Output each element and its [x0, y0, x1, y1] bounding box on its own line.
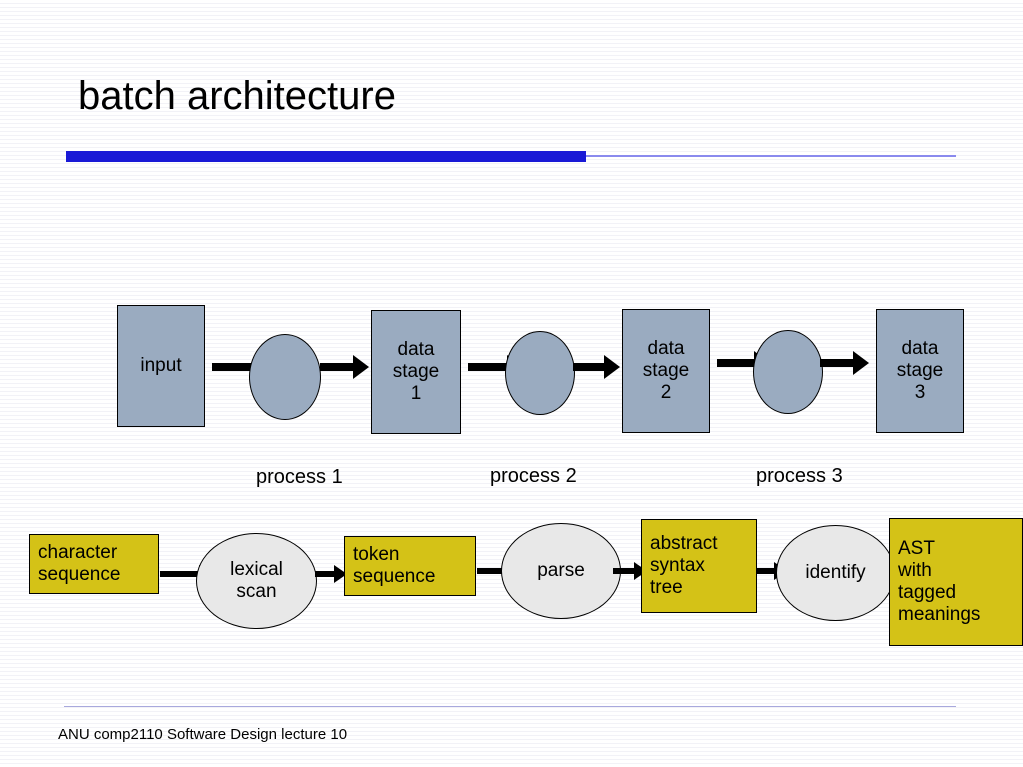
- compiler-box-character-sequence-label: character sequence: [38, 541, 121, 585]
- compiler-ellipse-identify: identify: [776, 525, 895, 621]
- caption-process-2: process 2: [490, 465, 577, 487]
- compiler-ellipse-lexical-scan-label: lexical scan: [230, 558, 283, 602]
- compiler-ellipse-lexical-scan: lexical scan: [196, 533, 317, 629]
- arrow-process1-to-stage1: [320, 355, 369, 379]
- compiler-box-ast-tagged-meanings: AST with tagged meanings: [889, 518, 1023, 646]
- generic-box-data-stage-1: data stage 1: [371, 310, 461, 434]
- compiler-ellipse-parse: parse: [501, 523, 621, 619]
- caption-process-3: process 3: [756, 465, 843, 487]
- arrow-lexicalscan-to-tokenseq: [315, 565, 347, 583]
- caption-process-1: process 1: [256, 466, 343, 488]
- compiler-ellipse-identify-label: identify: [805, 561, 866, 583]
- compiler-ellipse-parse-label: parse: [537, 559, 585, 581]
- arrow-charseq-to-lexicalscan: [160, 565, 212, 583]
- compiler-box-abstract-syntax-tree-label: abstract syntax tree: [650, 532, 718, 599]
- generic-ellipse-process-2: [505, 331, 575, 415]
- compiler-box-ast-tagged-meanings-label: AST with tagged meanings: [898, 537, 981, 626]
- footer-text: ANU comp2110 Software Design lecture 10: [58, 726, 348, 743]
- footer-divider: [64, 706, 956, 707]
- generic-box-data-stage-3-label: data stage 3: [896, 337, 944, 404]
- arrow-process2-to-stage2: [573, 355, 620, 379]
- compiler-box-token-sequence: token sequence: [344, 536, 476, 596]
- generic-box-data-stage-1-label: data stage 1: [392, 338, 440, 405]
- arrow-process3-to-stage3: [820, 351, 869, 375]
- generic-box-data-stage-2-label: data stage 2: [642, 337, 690, 404]
- generic-ellipse-process-1: [249, 334, 321, 420]
- generic-box-data-stage-3: data stage 3: [876, 309, 964, 433]
- generic-box-data-stage-2: data stage 2: [622, 309, 710, 433]
- generic-box-input-label: input: [140, 354, 182, 376]
- arrow-stage2-to-process3: [717, 351, 770, 375]
- compiler-box-token-sequence-label: token sequence: [353, 543, 436, 587]
- arrow-stage1-to-process2: [468, 355, 523, 379]
- compiler-box-character-sequence: character sequence: [29, 534, 159, 594]
- arrow-parse-to-ast: [613, 562, 647, 580]
- title-underline-accent: [66, 151, 586, 162]
- arrow-ast-to-identify: [757, 562, 787, 580]
- compiler-box-abstract-syntax-tree: abstract syntax tree: [641, 519, 757, 613]
- page-title: batch architecture: [78, 74, 396, 118]
- generic-ellipse-process-3: [753, 330, 823, 414]
- generic-box-input: input: [117, 305, 205, 427]
